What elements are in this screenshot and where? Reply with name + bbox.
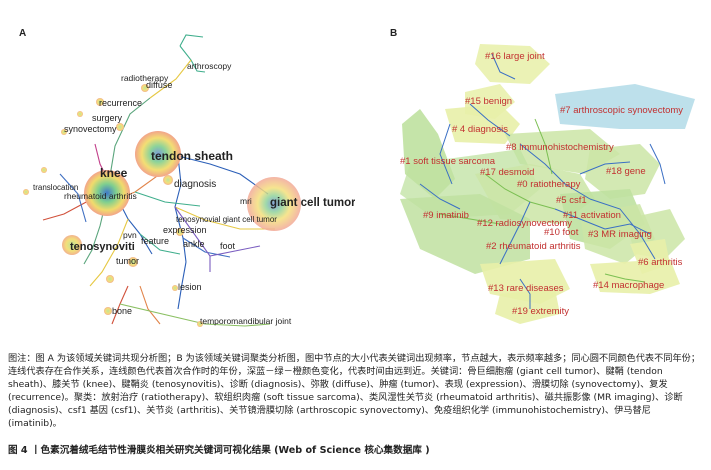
kw-tenosynoviti: tenosynoviti	[70, 241, 135, 253]
panel-a-label: A	[19, 28, 27, 39]
kw-expression: expression	[163, 225, 207, 235]
cluster-16-large-joint: #16 large joint	[485, 51, 545, 62]
cooccurrence-network: arthroscopy radiotherapy diffuse recurre…	[23, 34, 356, 327]
kw-foot: foot	[220, 241, 236, 251]
network-links	[42, 34, 275, 327]
cluster-5-csf1: #5 csf1	[556, 195, 587, 206]
node-knee	[84, 170, 130, 216]
cluster-11-activation: #11 activation	[563, 210, 621, 221]
cluster-8-immunohistochemistry: #8 immunohistochemistry	[506, 142, 614, 153]
node-tenosynoviti	[62, 235, 82, 255]
cluster-labels: #16 large joint #15 benign #7 arthroscop…	[400, 51, 683, 317]
kw-giant-cell-tumor: giant cell tumor	[270, 197, 355, 209]
kw-recurrence: recurrence	[99, 98, 142, 108]
keyword-labels: arthroscopy radiotherapy diffuse recurre…	[33, 61, 356, 326]
kw-tumor: tumor	[116, 256, 139, 266]
cluster-4-diagnosis: # 4 diagnosis	[452, 124, 508, 135]
cluster-network: #16 large joint #15 benign #7 arthroscop…	[400, 44, 695, 324]
kw-surgery: surgery	[92, 113, 123, 123]
cluster-0-ratiotherapy: #0 ratiotherapy	[517, 179, 581, 190]
cluster-regions	[400, 44, 695, 324]
kw-radiotherapy: radiotherapy	[121, 73, 169, 83]
cluster-10-foot: #10 foot	[544, 227, 579, 238]
cluster-17-desmoid: #17 desmoid	[480, 167, 534, 178]
cluster-7-arthroscopic-synovectomy: #7 arthroscopic synovectomy	[560, 105, 683, 116]
kw-pvn: pvn	[123, 230, 137, 240]
panel-b-label: B	[390, 28, 398, 39]
cluster-9-imatinib: #9 imatinib	[423, 210, 469, 221]
node-tendon-sheath	[135, 131, 181, 177]
figure-caption-body: 图注：图 A 为该领域关键词共现分析图；B 为该领域关键词聚类分析图，图中节点的…	[8, 353, 701, 429]
cluster-12-radiosynovectomy: #12 radiosynovectomy	[477, 218, 572, 229]
network-nodes	[23, 84, 301, 327]
kw-tendon-sheath: tendon sheath	[151, 149, 233, 163]
kw-translocation: translocation	[33, 183, 78, 192]
node-diagnosis	[163, 175, 173, 185]
cluster-links	[419, 53, 666, 309]
kw-temporomandibular-joint: temporomandibular joint	[200, 316, 292, 326]
cluster-1-soft-tissue-sarcoma: #1 soft tissue sarcoma	[400, 156, 496, 167]
cluster-14-macrophage: #14 macrophage	[593, 280, 664, 291]
kw-arthroscopy: arthroscopy	[187, 61, 232, 71]
kw-rheumatoid-arthritis: rheumatoid arthritis	[64, 191, 137, 201]
cluster-13-rare-diseases: #13 rare diseases	[488, 283, 564, 294]
figure-caption-title: 图 4 丨色素沉着绒毛结节性滑膜炎相关研究关键词可视化结果 (Web of Sc…	[8, 445, 430, 456]
cluster-2-rheumatoid-arthritis: #2 rheumatoid arthritis	[486, 241, 581, 252]
cluster-panel: B	[380, 24, 711, 344]
node-giant-cell-tumor	[247, 177, 301, 231]
kw-lesion: lesion	[178, 282, 202, 292]
kw-feature: feature	[141, 236, 169, 246]
kw-knee: knee	[100, 166, 128, 180]
cluster-6-arthritis: #6 arthritis	[638, 257, 683, 268]
cluster-15-benign: #15 benign	[465, 96, 512, 107]
cluster-18-gene: #18 gene	[606, 166, 646, 177]
kw-synovectomy: synovectomy	[64, 124, 117, 134]
cooccurrence-panel: A	[0, 24, 356, 344]
kw-mri: mri	[240, 196, 252, 206]
cluster-3-mr-imaging: #3 MR imaging	[588, 229, 652, 240]
cluster-19-extremity: #19 extremity	[512, 306, 569, 317]
kw-tenosynovial-gct: tenosynovial giant cell tumor	[176, 215, 277, 224]
kw-bone: bone	[112, 306, 132, 316]
kw-diagnosis: diagnosis	[174, 179, 216, 190]
kw-ankle: ankle	[183, 239, 205, 249]
kw-diffuse: diffuse	[146, 80, 172, 90]
